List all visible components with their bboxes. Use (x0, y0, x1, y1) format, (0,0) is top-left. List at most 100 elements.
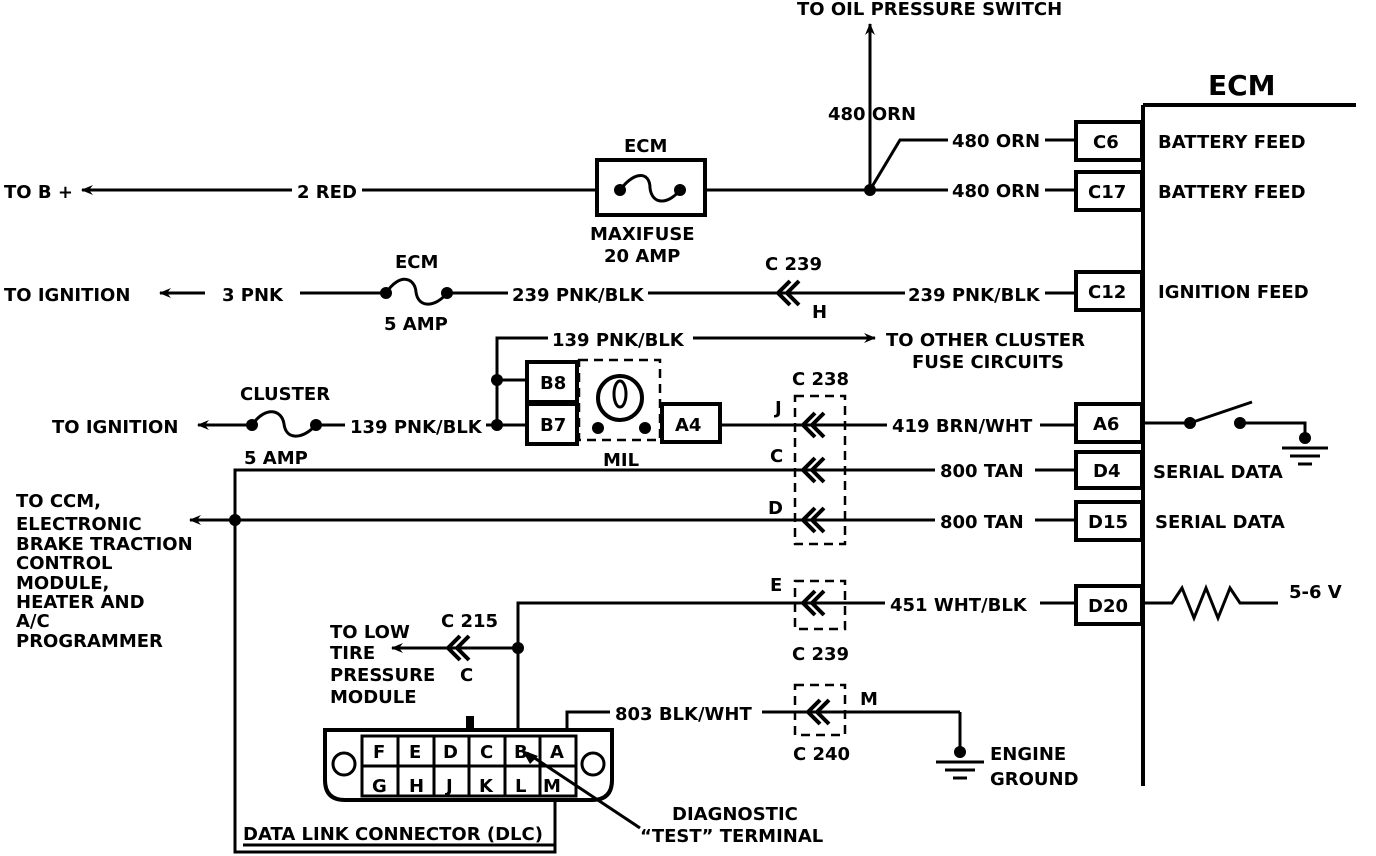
diagram-label: D15 (1088, 512, 1128, 533)
diagram-label: 2 RED (297, 182, 357, 203)
diagram-label: C6 (1093, 132, 1119, 153)
diagram-label: BRAKE TRACTION (16, 534, 193, 555)
diagram-label: E (409, 742, 421, 763)
ecm-pin-a6: A6 (1074, 402, 1144, 444)
ecm-pin-d4: D4 SERIAL DATA (1074, 450, 1283, 490)
diagram-label: MAXIFUSE (590, 224, 695, 245)
diagram-label: D (443, 742, 458, 763)
pin-function: SERIAL DATA (1155, 512, 1285, 533)
diagram-label: 800 TAN (940, 512, 1024, 533)
pin-function: SERIAL DATA (1153, 462, 1283, 483)
diagram-label: M (543, 776, 561, 797)
pin-function: BATTERY FEED (1158, 132, 1306, 153)
diagram-label: G (372, 776, 387, 797)
diagram-label: “TEST” TERMINAL (640, 826, 823, 847)
to-ccm-label: TO CCM, ELECTRONIC BRAKE TRACTION CONTRO… (16, 491, 193, 652)
data-link-connector: F E D C B A G H J K L M DATA LINK CONNEC… (243, 716, 823, 847)
dlc-pins: F E D C B A G H J K L M (360, 734, 578, 798)
ecm-pin-c12: C12 IGNITION FEED (1074, 270, 1309, 312)
diagram-label: TO LOW (330, 622, 410, 643)
diagram-label: C 215 (441, 611, 498, 632)
a6-switch (1143, 400, 1328, 466)
diagram-label: ELECTRONIC (16, 514, 142, 535)
diagram-label: PROGRAMMER (16, 631, 163, 652)
ground-circuit: 803 BLK/WHT M C 240 ENGINE GROUND (565, 683, 1079, 790)
diagram-label: PRESSURE (330, 665, 435, 686)
diagram-label: M (860, 689, 878, 710)
diagram-label: 139 PNK/BLK (350, 417, 483, 438)
diagram-label: F (373, 742, 385, 763)
diagram-label: 5 AMP (244, 448, 308, 469)
diagram-label: 3 PNK (222, 285, 284, 306)
diagram-label: DIAGNOSTIC (672, 804, 798, 825)
ecm-module: ECM (1141, 69, 1356, 786)
diagram-label: H (812, 302, 827, 323)
diagram-label: D20 (1088, 596, 1128, 617)
diagram-label: 20 AMP (604, 246, 680, 267)
diagram-label: C17 (1088, 182, 1126, 203)
dlc-label: DATA LINK CONNECTOR (DLC) (243, 824, 543, 845)
diagram-label: D (768, 498, 783, 519)
diagram-label: 139 PNK/BLK (552, 330, 685, 351)
ecm-maxifuse: ECM MAXIFUSE 20 AMP (590, 136, 707, 267)
diagram-label: MODULE, (16, 573, 109, 594)
voltage-label: 5-6 V (1289, 582, 1342, 603)
engine-ground-icon (936, 760, 984, 780)
diagram-label: 239 PNK/BLK (908, 285, 1041, 306)
diagram-label: L (515, 776, 526, 797)
diagram-label: 480 ORN (952, 181, 1040, 202)
cluster-circuit: 139 PNK/BLK TO OTHER CLUSTER FUSE CIRCUI… (52, 330, 1085, 471)
diagram-label: TO IGNITION (4, 285, 130, 306)
diagram-label: C (770, 446, 783, 467)
diagram-label: FUSE CIRCUITS (912, 352, 1064, 373)
diagram-label: 239 PNK/BLK (512, 285, 645, 306)
diagram-label: TO CCM, (16, 491, 101, 512)
diagram-label: 800 TAN (940, 461, 1024, 482)
diagram-label: 480 ORN (828, 104, 916, 125)
diagram-label: TO OIL PRESSURE SWITCH (797, 0, 1062, 20)
diagram-label: MODULE (330, 687, 417, 708)
diagram-label: J (444, 776, 453, 797)
diagram-label: CLUSTER (240, 384, 330, 405)
ecm-pin-c6: C6 BATTERY FEED (1074, 120, 1306, 162)
serial-data-circuit: 800 TAN 800 TAN TO CCM, ELECTRONIC BRAKE… (16, 461, 1076, 854)
mil-lamp-icon (592, 374, 651, 434)
diagram-label: HEATER AND (16, 592, 145, 613)
diagram-label: ECM (395, 252, 438, 273)
diagram-label: C 238 (792, 369, 849, 390)
diagram-label: C 240 (793, 744, 850, 765)
ecm-title: ECM (1208, 69, 1276, 102)
diagram-label: K (479, 776, 494, 797)
diagram-label: A/C (16, 611, 50, 632)
diagnostic-circuit: 451 WHT/BLK E C 239 C 215 C TO LOW TIRE … (330, 575, 1076, 730)
diagram-label: H (409, 776, 424, 797)
diagram-label: B7 (540, 415, 566, 436)
d20-resistor: 5-6 V (1143, 582, 1342, 623)
ecm-pin-d20: D20 (1074, 584, 1144, 626)
connector-c238: C 238 J C D (768, 369, 849, 546)
diagram-label: A6 (1093, 414, 1119, 435)
diagram-label: MIL (603, 450, 639, 471)
diagram-label: TIRE (330, 643, 375, 664)
diagram-label: C (480, 742, 493, 763)
diagram-label: E (770, 575, 782, 596)
ignition-feed-circuit: TO IGNITION 3 PNK ECM 5 AMP 239 PNK/BLK … (4, 252, 1076, 335)
diagram-label: 803 BLK/WHT (615, 704, 752, 725)
diagram-label: TO B + (4, 182, 73, 203)
diagram-label: C12 (1088, 282, 1126, 303)
ground-icon (1282, 446, 1328, 466)
diagram-label: ECM (624, 136, 667, 157)
diagram-label: 451 WHT/BLK (890, 595, 1028, 616)
diagram-label: GROUND (990, 769, 1079, 790)
pin-function: IGNITION FEED (1158, 282, 1309, 303)
diagram-label: A (550, 742, 564, 763)
diagram-label: D4 (1093, 461, 1120, 482)
diagram-label: J (773, 398, 782, 419)
ecm-pin-d15: D15 SERIAL DATA (1074, 500, 1285, 542)
diagram-label: A4 (675, 415, 701, 436)
diagram-label: CONTROL (16, 553, 113, 574)
diagram-label: C 239 (792, 644, 849, 665)
diagram-label: B (514, 742, 528, 763)
diagram-label: TO OTHER CLUSTER (886, 330, 1085, 351)
